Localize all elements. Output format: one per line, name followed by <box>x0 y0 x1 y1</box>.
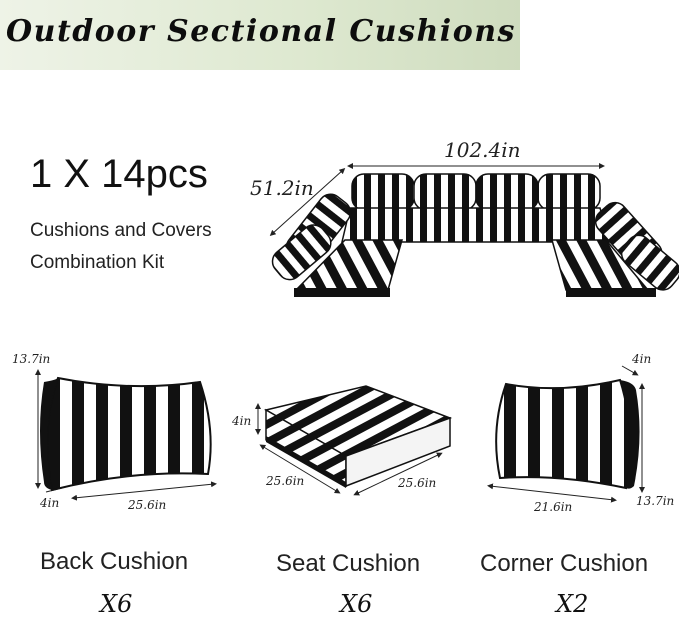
left-corner-cushion <box>271 224 332 281</box>
right-corner-cushion <box>620 234 679 291</box>
seat-cushion-width-label: 25.6in <box>398 476 437 490</box>
width-dimension-line <box>353 452 443 496</box>
back-cushion-count: X6 <box>100 590 133 618</box>
sectional-illustration <box>269 163 679 297</box>
seat-cushion-side <box>345 416 451 488</box>
back-cushion <box>537 173 601 211</box>
corner-cushion-body <box>495 378 631 490</box>
depth-dimension-line <box>269 167 346 237</box>
back-cushion-height-label: 13.7in <box>12 352 51 366</box>
back-cushion <box>351 173 415 211</box>
length-dimension-line <box>487 483 617 503</box>
seat-cushion-depth-label: 25.6in <box>266 474 305 488</box>
back-cushion <box>475 173 539 211</box>
corner-cushion-thickness-label: 4in <box>632 352 652 366</box>
back-cushion-length-label: 25.6in <box>128 498 167 512</box>
kit-description-line1: Cushions and Covers <box>30 220 212 241</box>
seat-cushion-thickness-label: 4in <box>232 414 252 428</box>
back-cushion-illustration <box>35 369 217 501</box>
title-banner: Outdoor Sectional Cushions <box>0 0 520 70</box>
corner-cushion-label: Corner Cushion <box>480 550 649 577</box>
back-cushion-thickness-label: 4in <box>40 496 60 510</box>
back-cushion-side <box>40 378 58 490</box>
sectional-depth-label: 51.2in <box>250 176 314 200</box>
corner-cushion-length-label: 21.6in <box>534 500 573 514</box>
thickness-dimension-line <box>621 365 639 376</box>
seat-cushion-illustration <box>255 385 453 496</box>
back-cushion-body <box>46 376 212 492</box>
sectional-width-label: 102.4in <box>444 138 521 162</box>
kit-description-line2: Combination Kit <box>30 252 165 273</box>
seat-cushion-edge <box>266 436 346 488</box>
corner-cushion-side <box>620 380 640 489</box>
right-seat-edge <box>566 288 656 297</box>
seat-cushion-count: X6 <box>340 590 373 618</box>
corner-cushion-height-label: 13.7in <box>636 494 675 508</box>
banner-title: Outdoor Sectional Cushions <box>6 14 516 49</box>
corner-cushion-illustration <box>487 365 645 503</box>
corner-cushion-count: X2 <box>556 590 589 618</box>
kit-quantity: 1 X 14pcs <box>30 152 208 196</box>
left-seat-edge <box>294 288 390 297</box>
depth-dimension-line <box>259 444 341 494</box>
back-cushion <box>413 173 477 211</box>
seat-row <box>341 207 612 243</box>
length-dimension-line <box>71 481 217 501</box>
seat-cushion-label: Seat Cushion <box>276 550 421 577</box>
back-cushion-label: Back Cushion <box>40 548 189 575</box>
